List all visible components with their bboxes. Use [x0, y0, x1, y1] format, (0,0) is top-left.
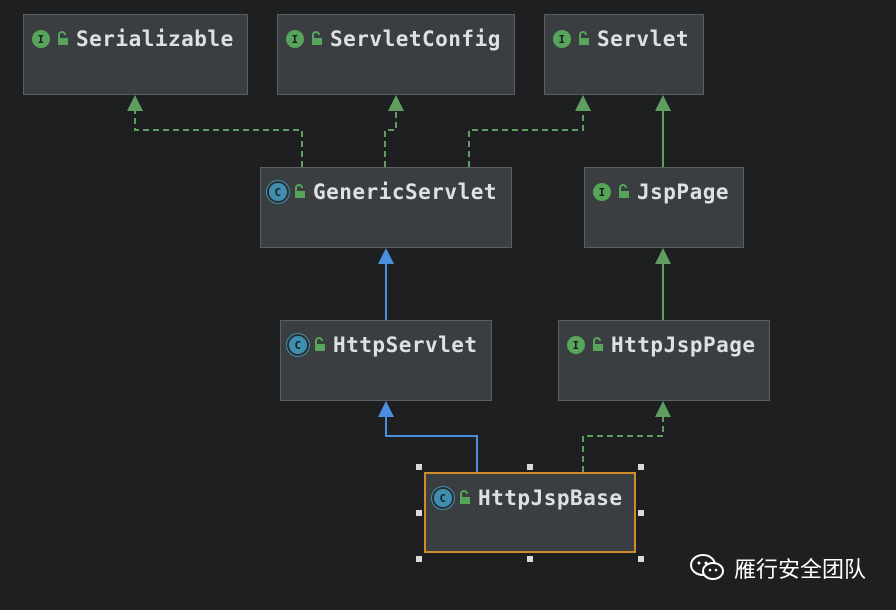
edge-jsppage-servlet: [655, 95, 671, 167]
interface-icon: I: [567, 336, 585, 354]
arrowhead: [655, 95, 671, 111]
class-icon: C: [434, 489, 452, 507]
arrowhead: [655, 248, 671, 264]
node-label: Serializable: [76, 27, 234, 51]
unlock-icon: [58, 31, 68, 45]
unlock-icon: [579, 31, 589, 45]
interface-icon: I: [593, 183, 611, 201]
resize-handle-se[interactable]: [638, 556, 644, 562]
node-servletconfig[interactable]: I ServletConfig: [277, 14, 515, 95]
class-icon: C: [289, 336, 307, 354]
edge-httpjsppage-jsppage: [655, 248, 671, 320]
node-servlet[interactable]: I Servlet: [544, 14, 704, 95]
resize-handle-w[interactable]: [416, 510, 422, 516]
node-label: HttpJspBase: [478, 486, 623, 510]
node-httpservlet[interactable]: C HttpServlet: [280, 320, 492, 401]
class-icon: C: [269, 183, 287, 201]
unlock-icon: [295, 184, 305, 198]
resize-handle-e[interactable]: [638, 510, 644, 516]
unlock-icon: [619, 184, 629, 198]
arrowhead: [388, 95, 404, 111]
resize-handle-nw[interactable]: [416, 464, 422, 470]
watermark-text: 雁行安全团队: [733, 558, 866, 583]
edge-genericservlet-servlet: [468, 95, 591, 167]
unlock-icon: [593, 337, 603, 351]
edge-httpjspbase-httpjsppage: [582, 401, 671, 472]
unlock-icon: [460, 490, 470, 504]
arrowhead: [127, 95, 143, 111]
interface-icon: I: [32, 30, 50, 48]
edge-genericservlet-servletconfig: [384, 95, 404, 167]
watermark: 雁行安全团队: [689, 552, 866, 584]
wechat-icon: [689, 554, 724, 580]
node-httpjsppage[interactable]: I HttpJspPage: [558, 320, 770, 401]
unlock-icon: [315, 337, 325, 351]
node-jsppage[interactable]: I JspPage: [584, 167, 744, 248]
unlock-icon: [312, 31, 322, 45]
node-label: GenericServlet: [313, 180, 498, 204]
arrowhead: [575, 95, 591, 111]
node-httpjspbase[interactable]: C HttpJspBase: [424, 472, 636, 553]
resize-handle-sw[interactable]: [416, 556, 422, 562]
resize-handle-ne[interactable]: [638, 464, 644, 470]
edge-httpjspbase-httpservlet: [378, 401, 478, 472]
node-label: ServletConfig: [330, 27, 501, 51]
arrowhead: [378, 248, 394, 264]
resize-handle-s[interactable]: [527, 556, 533, 562]
node-genericservlet[interactable]: C GenericServlet: [260, 167, 512, 248]
resize-handle-n[interactable]: [527, 464, 533, 470]
arrowhead: [655, 401, 671, 417]
interface-icon: I: [553, 30, 571, 48]
node-label: HttpJspPage: [611, 333, 756, 357]
interface-icon: I: [286, 30, 304, 48]
node-label: HttpServlet: [333, 333, 478, 357]
edge-httpservlet-genericservlet: [378, 248, 394, 320]
node-serializable[interactable]: I Serializable: [23, 14, 248, 95]
edge-genericservlet-serializable: [127, 95, 303, 167]
node-label: JspPage: [637, 180, 730, 204]
arrowhead: [378, 401, 394, 417]
node-label: Servlet: [597, 27, 690, 51]
